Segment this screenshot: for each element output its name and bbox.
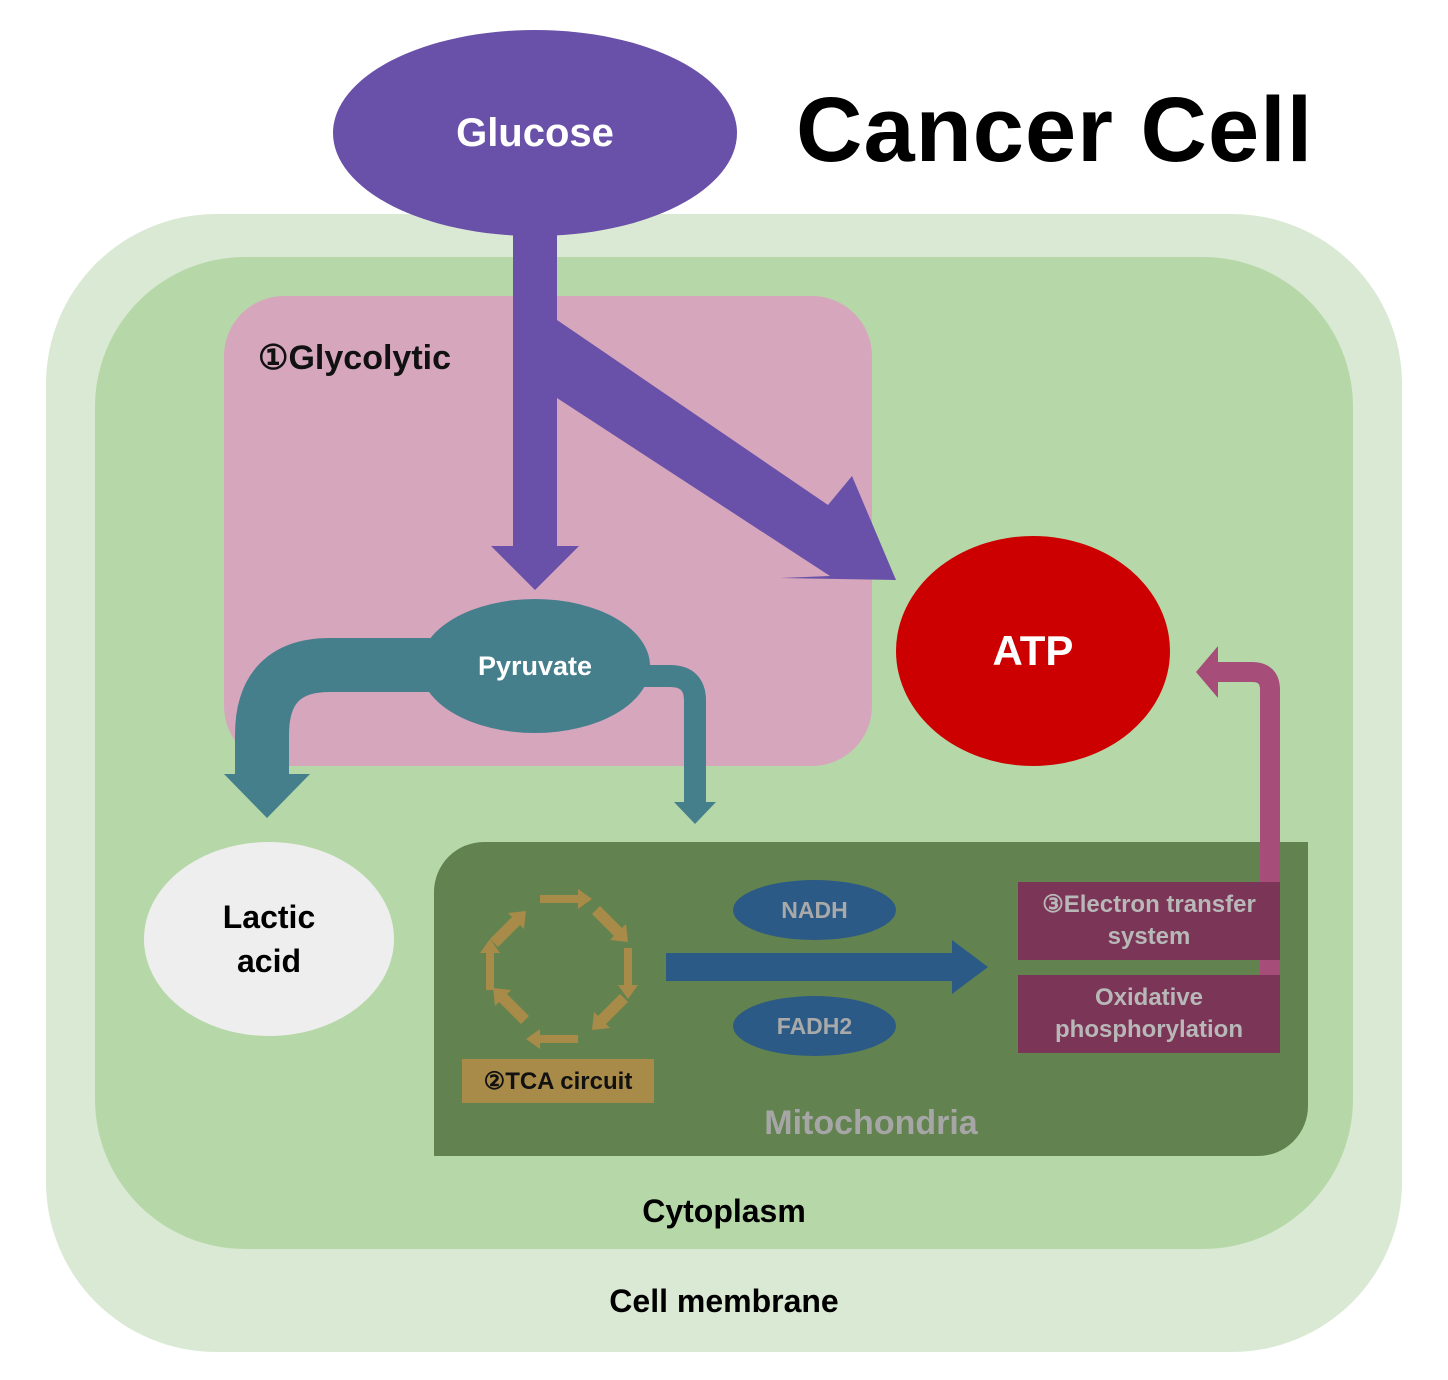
fadh2-label: FADH2 bbox=[776, 1012, 853, 1039]
oxphos-label-line1: Oxidative bbox=[1094, 984, 1204, 1011]
tca-cycle-icon bbox=[480, 889, 638, 1049]
lactic-acid-node: Lactic acid bbox=[144, 842, 394, 1036]
pyruvate-to-lactic-arrow bbox=[235, 638, 430, 774]
glucose-to-atp-arrow bbox=[557, 320, 896, 580]
etc-label-line2: system bbox=[1107, 923, 1191, 950]
page-title: Cancer Cell bbox=[796, 79, 1314, 181]
pyruvate-label: Pyruvate bbox=[477, 650, 593, 681]
etc-label-line1: ③Electron transfer bbox=[1042, 891, 1256, 918]
oxphos-label-line2: phosphorylation bbox=[1055, 1016, 1243, 1043]
nadh-label: NADH bbox=[781, 896, 848, 923]
cell-membrane-label: Cell membrane bbox=[609, 1283, 839, 1319]
cytoplasm-label: Cytoplasm bbox=[642, 1193, 806, 1229]
glucose-label: Glucose bbox=[456, 110, 614, 155]
tca-circuit-box: ②TCA circuit bbox=[462, 1059, 654, 1103]
nadh-node: NADH bbox=[733, 880, 896, 940]
glycolytic-label: ①Glycolytic bbox=[258, 339, 451, 377]
atp-node: ATP bbox=[896, 536, 1170, 766]
atp-label: ATP bbox=[992, 627, 1074, 674]
glucose-node: Glucose bbox=[333, 30, 737, 236]
nadh-to-etc-arrow bbox=[666, 940, 988, 994]
oxidative-phosphorylation-box: Oxidative phosphorylation bbox=[1018, 975, 1280, 1053]
electron-transfer-box: ③Electron transfer system bbox=[1018, 882, 1280, 960]
pyruvate-node: Pyruvate bbox=[420, 599, 650, 733]
lactic-label-line2: acid bbox=[236, 943, 301, 979]
pyruvate-to-mitochondria-arrow bbox=[640, 665, 706, 804]
lactic-label-line1: Lactic bbox=[222, 899, 316, 935]
etc-to-atp-arrow bbox=[1216, 662, 1280, 978]
fadh2-node: FADH2 bbox=[733, 996, 896, 1056]
tca-label: ②TCA circuit bbox=[483, 1067, 633, 1095]
mitochondria-label: Mitochondria bbox=[764, 1104, 978, 1142]
